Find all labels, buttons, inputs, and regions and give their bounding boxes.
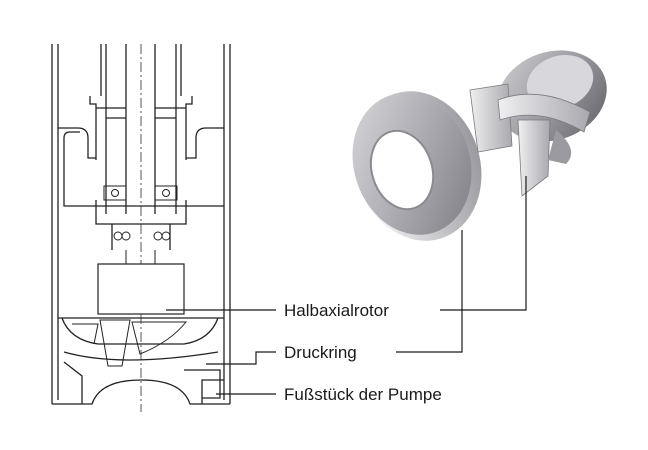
impeller-label: Halbaxialrotor	[284, 301, 389, 320]
semi-axial-impeller-3d	[469, 50, 607, 197]
pump-cross-section	[51, 44, 231, 412]
pressure-ring-3d	[352, 91, 482, 241]
seal-spring	[113, 231, 171, 241]
pump-foot-label: Fußstück der Pumpe	[284, 385, 442, 404]
leader-lines	[166, 176, 527, 395]
pressure-ring-label: Druckring	[284, 343, 357, 362]
